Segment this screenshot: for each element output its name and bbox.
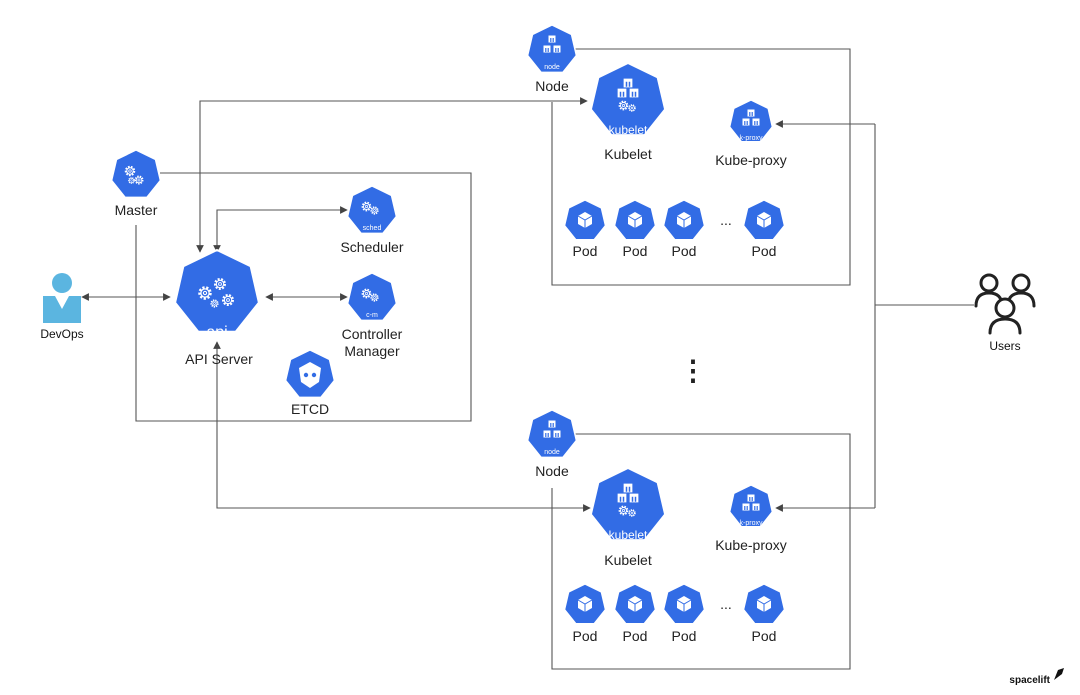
- pod-icon[interactable]: [563, 583, 607, 625]
- pod-icon[interactable]: [662, 199, 706, 241]
- pod-label: Pod: [573, 628, 598, 644]
- connector-api-kubelet-node2: [213, 341, 591, 512]
- devops-label: DevOps: [40, 327, 83, 341]
- node-label: Node: [535, 78, 569, 94]
- master-label: Master: [115, 202, 158, 218]
- pod-icon[interactable]: [742, 583, 786, 625]
- kubelet-label: Kubelet: [604, 552, 652, 568]
- pod-icon[interactable]: [613, 199, 657, 241]
- pod-label: Pod: [672, 628, 697, 644]
- pod-label: Pod: [623, 628, 648, 644]
- api-server-icon[interactable]: api: [174, 248, 260, 341]
- kube-proxy-badge: k-proxy: [740, 520, 763, 527]
- kube-proxy-label: Kube-proxy: [715, 537, 787, 553]
- kube-proxy-label: Kube-proxy: [715, 152, 787, 168]
- devops-person-icon: [43, 273, 81, 323]
- cm-badge: c-m: [366, 312, 378, 319]
- connector-api-scheduler: [213, 206, 348, 253]
- pod-icon[interactable]: [563, 199, 607, 241]
- sched-badge: sched: [363, 225, 382, 232]
- users-label: Users: [989, 339, 1020, 353]
- spacelift-logo: spacelift: [1009, 668, 1064, 686]
- kubelet-icon[interactable]: kubelet: [589, 61, 667, 137]
- kubelet-icon[interactable]: kubelet: [589, 466, 667, 542]
- node-icon: node: [526, 409, 578, 459]
- brand-text: spacelift: [1009, 675, 1050, 686]
- node-label: Node: [535, 463, 569, 479]
- connectors: [81, 97, 974, 512]
- kube-proxy-badge: k-proxy: [740, 135, 763, 142]
- pod-label: Pod: [623, 243, 648, 259]
- kubelet-badge: kubelet: [609, 528, 648, 542]
- pod-ellipsis: ...: [720, 596, 732, 612]
- rocket-icon: [1054, 668, 1064, 680]
- etcd-icon[interactable]: [284, 349, 336, 399]
- controller-manager-label-line1: Controller: [342, 326, 403, 342]
- pod-icon[interactable]: [742, 199, 786, 241]
- scheduler-label: Scheduler: [340, 239, 403, 255]
- api-badge: api: [206, 324, 227, 341]
- node-1: node Node kubelet Kubelet k-proxy Kube-p…: [526, 24, 787, 259]
- api-server-label: API Server: [185, 351, 253, 367]
- node-frame-2: [551, 433, 851, 670]
- controller-manager-icon[interactable]: c-m: [346, 272, 398, 322]
- controller-manager-label-line2: Manager: [344, 343, 400, 359]
- pod-ellipsis: ...: [720, 212, 732, 228]
- pod-label: Pod: [752, 628, 777, 644]
- pod-icon[interactable]: [662, 583, 706, 625]
- kubelet-label: Kubelet: [604, 146, 652, 162]
- node-icon: node: [526, 24, 578, 74]
- master-icon: [110, 149, 162, 199]
- kubelet-badge: kubelet: [609, 123, 648, 137]
- pod-label: Pod: [672, 243, 697, 259]
- etcd-label: ETCD: [291, 401, 329, 417]
- kube-proxy-icon[interactable]: k-proxy: [728, 99, 774, 143]
- vertical-ellipsis: ⋮: [679, 355, 707, 386]
- users-icon: [974, 273, 1036, 335]
- node-badge: node: [544, 64, 560, 71]
- kube-proxy-icon[interactable]: k-proxy: [728, 484, 774, 528]
- pod-icon[interactable]: [613, 583, 657, 625]
- node-badge: node: [544, 449, 560, 456]
- node-2: node Node kubelet Kubelet k-proxy Kube-p…: [526, 409, 787, 644]
- scheduler-icon[interactable]: sched: [346, 185, 398, 235]
- connector-api-kubelet-node1: [196, 97, 588, 253]
- pod-label: Pod: [752, 243, 777, 259]
- pod-label: Pod: [573, 243, 598, 259]
